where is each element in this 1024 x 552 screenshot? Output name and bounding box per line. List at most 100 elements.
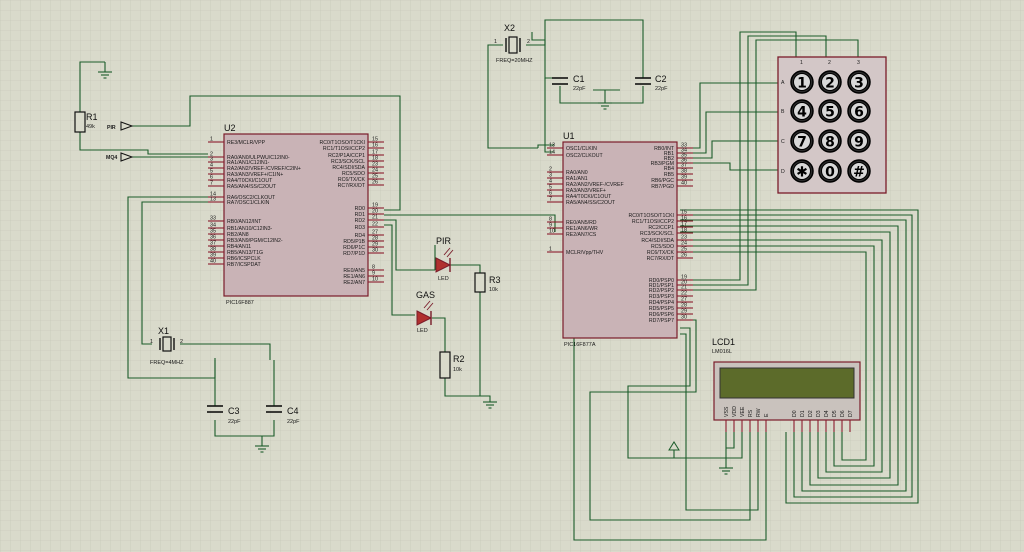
u2-pin-number: 15: [372, 137, 378, 143]
u2-pin-number: 33: [210, 216, 216, 222]
u2-pin-number: 40: [210, 259, 216, 265]
keypad-row-label: B: [781, 109, 785, 115]
terminal-pir-label: PIR: [107, 125, 116, 131]
u1-pin-number: 14: [549, 150, 555, 156]
keypad-key[interactable]: 9: [847, 129, 871, 153]
led-pir[interactable]: PIR LED: [435, 236, 454, 282]
u2-pin-number: 22: [372, 222, 378, 228]
u1-pin-number: 18: [681, 228, 687, 234]
keypad-key[interactable]: 7: [790, 129, 814, 153]
led-gas-ref: GAS: [416, 290, 435, 300]
u2-pin-number: 30: [372, 248, 378, 254]
u2-pin-number: 16: [372, 143, 378, 149]
resistor-r1[interactable]: R1 49k: [74, 111, 98, 133]
led-gas[interactable]: GAS LED: [416, 290, 435, 334]
u2-pin-number: 8: [372, 265, 375, 271]
u1-pin-number: 35: [681, 153, 687, 159]
u2-pin-number: 35: [210, 229, 216, 235]
ground-icon: [598, 102, 612, 110]
terminal-pir[interactable]: PIR: [107, 121, 134, 131]
keypad-key[interactable]: 2: [818, 70, 842, 94]
u1-pin-number: 15: [681, 210, 687, 216]
lcd-pin-label: D1: [800, 410, 806, 417]
u2-pin-label: RD5/P1B: [343, 239, 365, 245]
u1-pin-number: 20: [681, 280, 687, 286]
keypad-row-label: C: [781, 139, 785, 145]
keypad-key[interactable]: ✱: [790, 159, 814, 183]
u1-pin-label: RD1/PSP1: [649, 283, 674, 289]
capacitor-c1[interactable]: C1 22pF: [552, 74, 586, 92]
u1-left-pins: 13OSC1/CLKIN14OSC2/CLKOUT2RA0/AN03RA1/AN…: [547, 143, 624, 256]
capacitor-c2[interactable]: C2 22pF: [635, 74, 668, 92]
keypad-key-label: 7: [797, 135, 807, 151]
crystal-x1[interactable]: X1 1 2 FREQ=4MHZ: [150, 326, 184, 366]
keypad-key[interactable]: 6: [847, 99, 871, 123]
u1-pin-number: 30: [681, 315, 687, 321]
u2-pin-number: 23: [372, 162, 378, 168]
u2-pin-number: 25: [372, 174, 378, 180]
u2-pin-number: 10: [372, 277, 378, 283]
u2-pin-number: 27: [372, 230, 378, 236]
u2-pin-number: 36: [210, 235, 216, 241]
lcd-pin-label: D0: [792, 410, 798, 417]
u1-microcontroller[interactable]: U1 PIC16F877A 13OSC1/CLKIN14OSC2/CLKOUT2…: [547, 131, 693, 348]
u2-pin-number: 37: [210, 241, 216, 247]
u2-pin-number: 39: [210, 253, 216, 259]
u2-pin-number: 9: [372, 271, 375, 277]
keypad-key[interactable]: 0: [818, 159, 842, 183]
u2-pin-label: RC2/P1A/CCP1: [328, 153, 365, 159]
c1-value: 22pF: [573, 86, 586, 92]
u1-pin-label: RB5: [664, 172, 674, 178]
resistor-r3[interactable]: R3 10k: [474, 272, 501, 293]
r3-ref: R3: [489, 275, 501, 285]
r2-body: [439, 351, 451, 379]
u1-pin-label: RD5/PSP5: [649, 306, 674, 312]
resistor-r2[interactable]: R2 10k: [439, 351, 465, 379]
u1-pin-label: RA5/AN4/SS/C2OUT: [566, 200, 616, 206]
keypad-key[interactable]: #: [847, 159, 871, 183]
u1-pin-number: 38: [681, 169, 687, 175]
u1-pin-label: RA0/AN0: [566, 170, 588, 176]
u2-pin-number: 28: [372, 236, 378, 242]
u1-pin-label: RD2/PSP2: [649, 288, 674, 294]
c4-ref: C4: [287, 406, 299, 416]
u1-body: [562, 141, 678, 339]
x2-pin1: 1: [494, 39, 497, 45]
terminal-mq4-label: MQ4: [106, 155, 117, 161]
keypad-col-label: 3: [857, 60, 860, 66]
u1-pin-number: 17: [681, 222, 687, 228]
crystal-x2[interactable]: X2 1 2 FREQ=20MHZ: [494, 23, 533, 64]
u1-pin-label: OSC2/CLKOUT: [566, 153, 603, 159]
u2-pin-label: RC0/T1OSO/T1CKI: [319, 140, 365, 146]
lcd-pin-label: D6: [840, 410, 846, 417]
u2-microcontroller[interactable]: U2 PIC16F887 1RE3/MCLR/VPP2RA0/AN0/ULPWU…: [208, 123, 384, 306]
ground-icon: [98, 62, 112, 79]
power-icon: [668, 441, 680, 458]
ground-icon: [483, 401, 497, 409]
r3-body: [474, 272, 486, 293]
u1-pin-number: 1: [549, 247, 552, 253]
ground-symbols: [98, 62, 733, 475]
u1-pin-label: RE1/AN6/WR: [566, 226, 598, 232]
keypad-key[interactable]: 5: [818, 99, 842, 123]
capacitor-c4[interactable]: C4 22pF: [266, 405, 300, 425]
keypad-key[interactable]: 3: [847, 70, 871, 94]
led-pir-part: LED: [438, 276, 449, 282]
keypad-key-label: 4: [797, 105, 807, 121]
keypad-key[interactable]: 8: [818, 129, 842, 153]
capacitor-c3[interactable]: C3 22pF: [207, 405, 241, 425]
keypad-key[interactable]: 1: [790, 70, 814, 94]
u2-pin-label: RB0/AN12/INT: [227, 219, 262, 225]
keypad-key[interactable]: 4: [790, 99, 814, 123]
u1-pin-label: RE2/AN7/CS: [566, 232, 597, 238]
terminal-mq4[interactable]: MQ4: [106, 152, 134, 162]
u1-pin-label: RB2: [664, 156, 674, 162]
